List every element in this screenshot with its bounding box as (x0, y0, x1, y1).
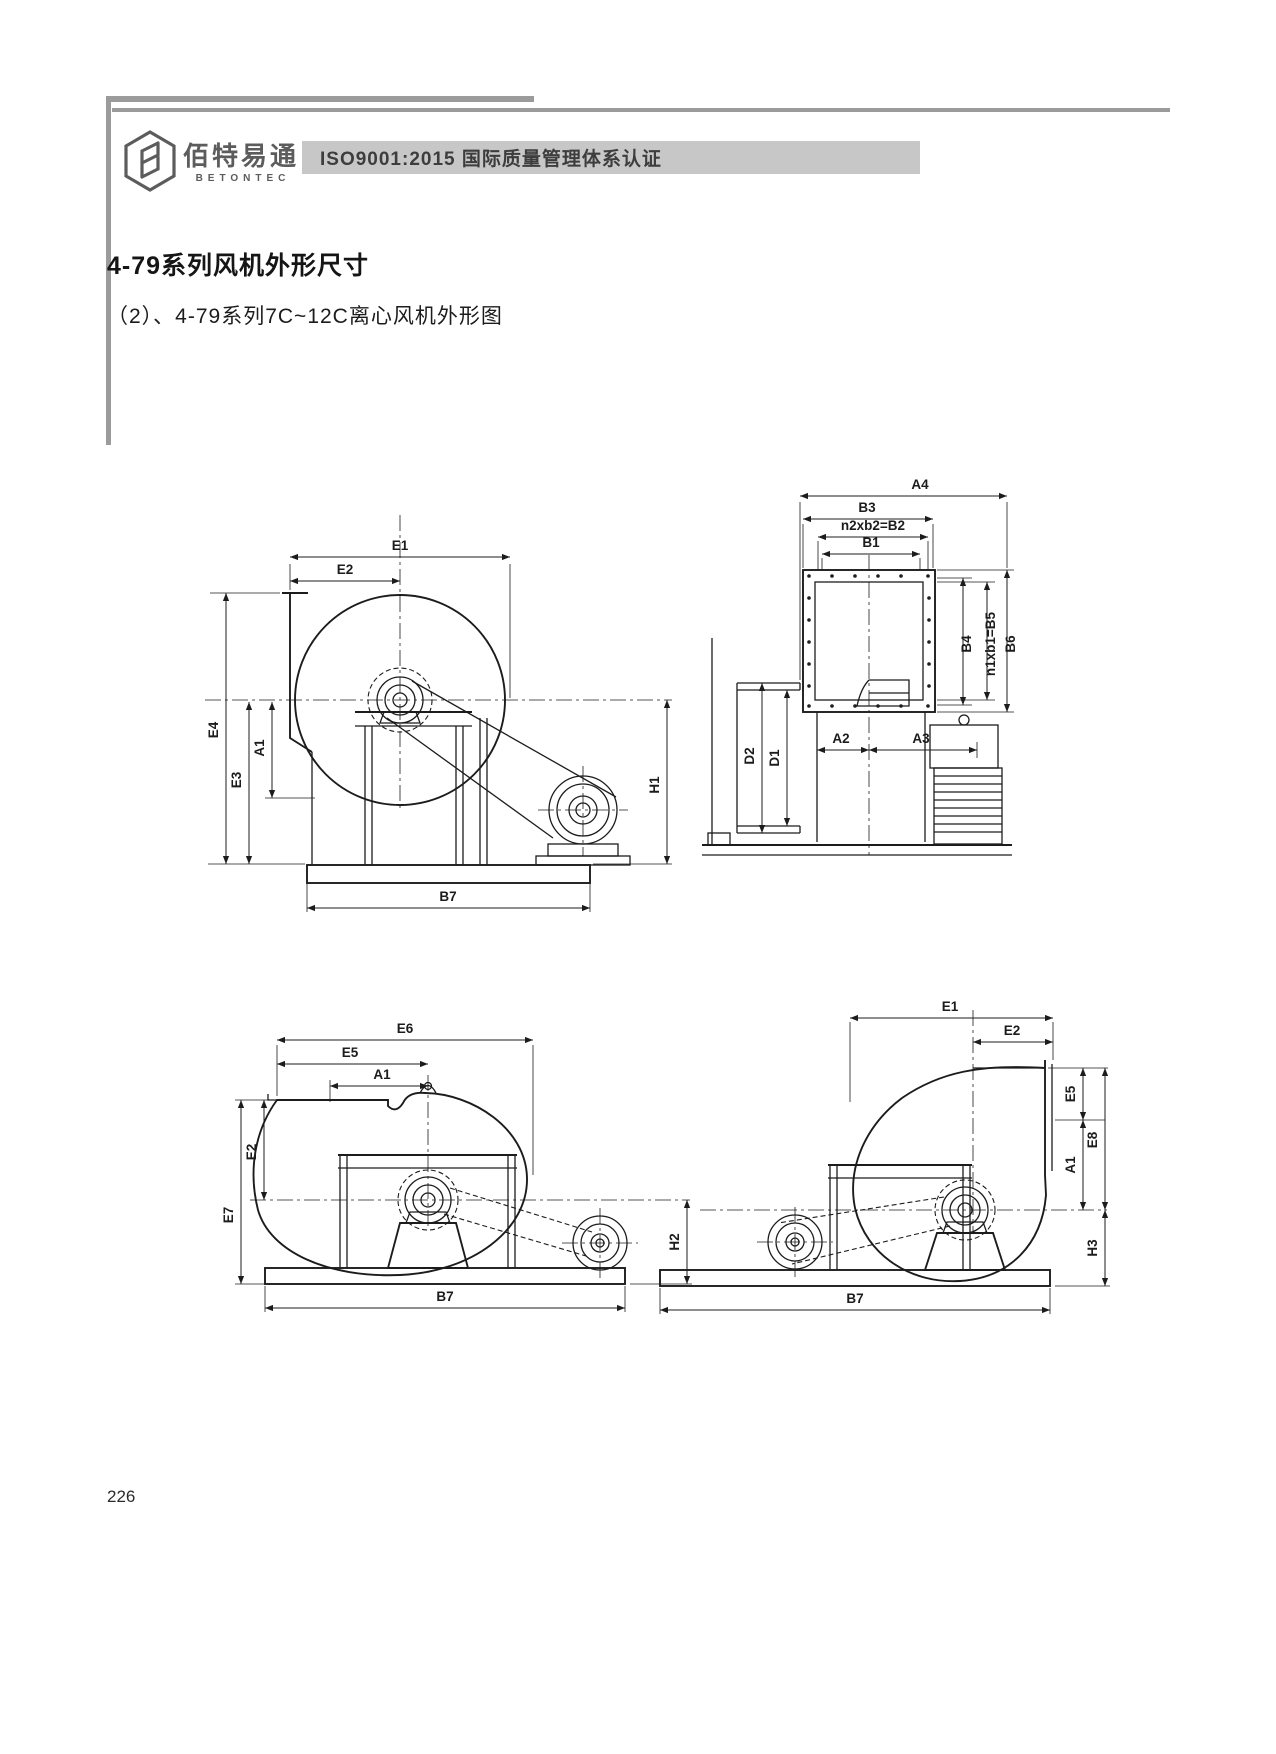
dim-label-e2: E2 (1004, 1023, 1021, 1038)
dim-label-a1: A1 (373, 1067, 391, 1082)
dim-label-a3: A3 (912, 731, 930, 746)
logo-subtitle: BETONTEC (195, 173, 291, 184)
dim-label-e2: E2 (337, 562, 354, 577)
dim-label-b5: n1xb1=B5 (983, 611, 998, 676)
centerlines (250, 1075, 690, 1230)
logo-title: 佰特易通 (183, 141, 300, 171)
motor (929, 714, 1003, 845)
scroll-housing (852, 1060, 1053, 1283)
dim-label-e5: E5 (1063, 1085, 1078, 1102)
dim-label-d2: D2 (742, 747, 757, 764)
scroll-housing (252, 1081, 528, 1277)
base-frame (306, 864, 591, 884)
casing-pedestal (816, 712, 926, 842)
motor (562, 1208, 638, 1278)
dim-label-b7: B7 (846, 1291, 863, 1306)
dim-label-e5: E5 (342, 1045, 359, 1060)
dim-label-h1: H1 (647, 776, 662, 794)
belt-drive (386, 680, 617, 839)
dim-label-a2: A2 (832, 731, 849, 746)
drawing-volute-right: E1 E2 E5 A1 E8 H3 B7 (659, 999, 1110, 1314)
drawing-side-view: E1 E2 E4 E3 A1 H1 B7 (205, 515, 672, 912)
dimensions: E1 E2 E5 A1 E8 H3 B7 (659, 999, 1110, 1314)
dim-label-b7: B7 (436, 1289, 453, 1304)
header-rule-top (106, 96, 534, 102)
dim-label-h3: H3 (1085, 1239, 1100, 1257)
logo-mark-icon (124, 130, 176, 192)
section-title: 4-79系列风机外形尺寸 (107, 252, 370, 280)
base-frame (264, 1267, 626, 1285)
dim-label-b3: B3 (858, 500, 876, 515)
dim-label-e8: E8 (1085, 1131, 1100, 1148)
motor (535, 766, 631, 866)
section-subtitle: （2）、4-79系列7C~12C离心风机外形图 (107, 305, 503, 328)
dimensions: E1 E2 E4 E3 A1 H1 B7 (206, 538, 672, 912)
dim-label-e3: E3 (229, 771, 244, 788)
dim-label-e1: E1 (392, 538, 409, 553)
dim-label-h2: H2 (667, 1233, 682, 1250)
dim-label-b2: n2xb2=B2 (841, 518, 905, 533)
dim-label-b7: B7 (439, 889, 456, 904)
page-number: 226 (107, 1487, 136, 1506)
dim-label-a4: A4 (911, 477, 929, 492)
support-frame (355, 711, 488, 865)
dim-label-d1: D1 (767, 749, 782, 767)
dim-label-e1: E1 (942, 999, 959, 1014)
dim-label-e2: E2 (244, 1144, 259, 1161)
centerlines (205, 515, 672, 812)
motor (757, 1207, 833, 1277)
dim-label-b6: B6 (1003, 635, 1018, 653)
belt-drive (443, 1187, 593, 1257)
header-rule-vertical (106, 96, 111, 445)
drawing-inlet-view: A4 B3 n2xb2=B2 B1 B4 n1xb1=B5 B6 (702, 477, 1018, 856)
dimensions: E6 E5 A1 E2 E7 H2 B7 (221, 1021, 692, 1312)
iso-banner: ISO9001:2015 国际质量管理体系认证 (302, 141, 920, 174)
header-rule-long (112, 108, 1170, 112)
dim-label-b4: B4 (959, 635, 974, 653)
dim-label-b1: B1 (862, 535, 880, 550)
centerlines (700, 1010, 1107, 1232)
dim-label-a1: A1 (252, 739, 267, 757)
support-frame (828, 1164, 972, 1270)
dim-label-e6: E6 (397, 1021, 414, 1036)
dim-label-e4: E4 (206, 721, 221, 738)
dim-label-a1: A1 (1063, 1156, 1078, 1174)
dim-label-e7: E7 (221, 1207, 236, 1224)
base-frame (702, 638, 1012, 856)
base-frame (659, 1269, 1051, 1287)
support-frame (338, 1154, 517, 1268)
logo-text-block: 佰特易通 BETONTEC (183, 143, 303, 184)
fan-housing (282, 592, 506, 865)
dimensions: A4 B3 n2xb2=B2 B1 B4 n1xb1=B5 B6 (742, 477, 1018, 833)
drawing-volute-left: E6 E5 A1 E2 E7 H2 B7 (221, 1021, 692, 1312)
outlet-flange (802, 569, 936, 713)
impeller-hub (923, 1179, 1007, 1271)
belt-drive (777, 1196, 951, 1265)
